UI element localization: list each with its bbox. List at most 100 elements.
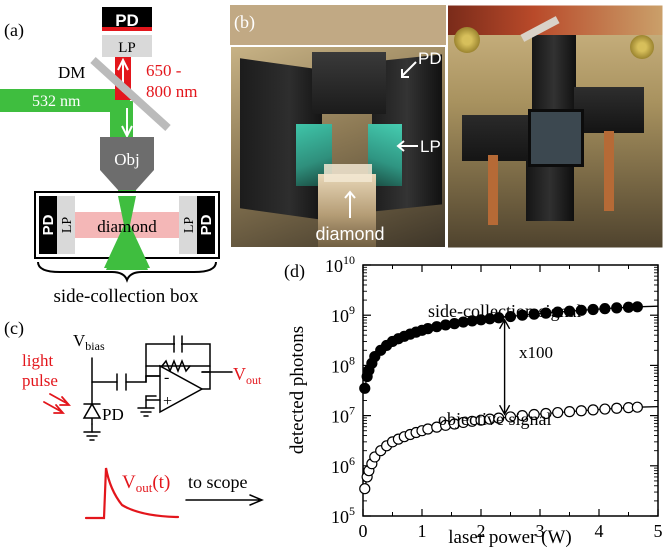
objective-point <box>587 404 599 416</box>
photo-right <box>448 5 663 248</box>
box-caption: side-collection box <box>53 286 199 307</box>
panel-c: (c) Vbias light pulse <box>4 318 264 520</box>
cross-arm-top <box>532 35 576 115</box>
x-tick-label: 4 <box>595 521 604 541</box>
panel-a: (a) PD LP DM 650 - 800 nm 532 nm Obj <box>0 7 220 307</box>
cross-center <box>528 109 584 167</box>
side-collection-point <box>359 382 371 394</box>
objective-point <box>631 401 643 413</box>
data-points <box>359 301 643 495</box>
panel-a-tag: (a) <box>4 20 24 41</box>
objective-point <box>359 483 371 495</box>
y-tick-label: 109 <box>331 303 355 326</box>
side-collection-point <box>431 321 443 333</box>
objective-point <box>540 407 552 420</box>
wavelength-in-label: 532 nm <box>32 93 81 110</box>
y-tick-label: 108 <box>331 353 355 376</box>
objective-point <box>575 405 587 417</box>
side-collection-point <box>504 310 517 323</box>
panel-b-diamond-label: diamond <box>315 224 384 244</box>
box-lp-left <box>57 196 75 254</box>
panel-d-tag: (d) <box>284 261 305 282</box>
box-pd-right <box>197 196 215 254</box>
light-arrow-2 <box>43 401 65 414</box>
y-tick-label: 107 <box>331 404 355 427</box>
x-tick-label: 0 <box>359 521 368 541</box>
focus-beam-below <box>104 225 150 268</box>
vout-t-label: Vout(t) <box>122 472 170 495</box>
x-tick-label: 5 <box>654 521 663 541</box>
objective-label: Obj <box>114 150 140 169</box>
objective-point <box>516 410 528 422</box>
objective-point <box>493 412 505 424</box>
diamond-label: diamond <box>97 217 157 236</box>
side-collection-point <box>575 304 587 316</box>
cross-arm-right <box>574 87 644 133</box>
focus-beam-inbox <box>118 196 136 225</box>
side-collection-point <box>599 303 611 315</box>
objective-point <box>552 406 564 419</box>
dichroic-mirror <box>90 57 171 131</box>
side-collection-point <box>528 308 540 320</box>
screw-left <box>454 27 480 53</box>
panel-c-tag: (c) <box>4 318 24 339</box>
inset-border <box>229 45 447 249</box>
lp-arrow <box>396 140 418 152</box>
panel-b: (b) PD LP diamond <box>228 4 664 249</box>
box-brace <box>37 261 217 283</box>
side-collection-point <box>587 303 599 316</box>
op-amp-plus: + <box>163 393 172 410</box>
photo-left-top <box>230 5 446 46</box>
box-pd-right-label: PD <box>198 214 215 235</box>
feedback-resistor <box>161 358 191 374</box>
objective-series-label: objective signal <box>438 409 551 429</box>
objective <box>100 137 154 190</box>
y-tick-label: 105 <box>331 504 355 527</box>
y-tick-label: 106 <box>331 454 355 477</box>
housing-block-back <box>312 52 386 114</box>
coupling-capacitor <box>116 373 127 391</box>
lp-top-label: LP <box>118 40 136 56</box>
side-collection-point <box>631 301 643 313</box>
pd-arrow <box>401 61 417 78</box>
box-pd-left <box>39 196 57 254</box>
x-axis-label: laser power (W) <box>448 527 571 547</box>
panel-b-lp-label: LP <box>420 137 441 156</box>
screw-right <box>630 35 654 59</box>
panel-b-tag: (b) <box>234 12 255 33</box>
dm-label: DM <box>58 63 85 82</box>
vbias-label: Vbias <box>73 331 105 353</box>
copper-trace-left <box>488 155 498 225</box>
to-scope-label: to scope <box>188 472 247 492</box>
photodiode <box>82 402 102 419</box>
objective-point <box>504 411 517 423</box>
pulse-waveform <box>84 467 180 520</box>
x-tick-label: 3 <box>536 521 545 541</box>
to-scope-arrow <box>185 494 264 506</box>
side-collection-series-label: side-collection signal <box>428 301 581 321</box>
panel-b-pd-label: PD <box>418 49 442 68</box>
pd-circuit-label: PD <box>102 405 124 424</box>
diamond-top-face <box>324 164 372 182</box>
box-lp-right-label: LP <box>182 217 197 234</box>
objective-point <box>563 406 576 418</box>
excitation-beam-horizontal <box>0 89 130 112</box>
feedback-capacitor <box>173 335 183 353</box>
excitation-beam-vertical <box>110 101 133 141</box>
side-collection-point <box>611 302 623 314</box>
pd-top-stripe <box>102 27 152 31</box>
ground-symbol-1 <box>137 407 155 417</box>
wavelength-out-line2: 800 nm <box>146 82 197 101</box>
pd-top-label: PD <box>115 11 139 30</box>
op-amp-wires <box>145 371 211 401</box>
cross-arm-left <box>462 115 534 161</box>
x-tick-label: 1 <box>418 521 427 541</box>
side-collection-point <box>493 312 505 324</box>
side-collection-point <box>540 307 552 319</box>
op-amp-minus: - <box>164 369 169 386</box>
diamond-crystal <box>318 174 376 248</box>
lp-top <box>102 35 152 57</box>
